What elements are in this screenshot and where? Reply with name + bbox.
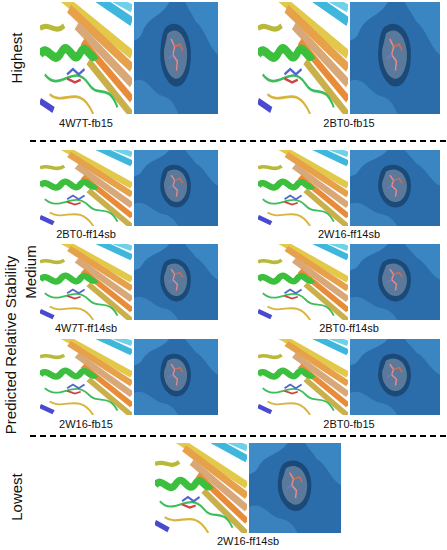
panel-caption: 2W16-ff14sb <box>318 229 380 240</box>
panel-caption: 2W16-ff14sb <box>217 536 279 547</box>
panel-caption: 4W7T-ff14sb <box>55 323 117 334</box>
axis-label: Highest <box>9 33 24 84</box>
panel-caption: 2BT0-ff14sb <box>319 323 379 334</box>
axis-label: Lowest <box>9 473 24 521</box>
panel-caption: 2W16-fb15 <box>59 419 113 430</box>
panel-caption: 2BT0-ff14sb <box>56 229 116 240</box>
axis-label: Medium <box>23 245 38 298</box>
panel-caption: 4W7T-fb15 <box>59 118 113 129</box>
panel-caption: 2BT0-fb15 <box>323 419 374 430</box>
panel-caption: 2BT0-fb15 <box>323 118 374 129</box>
axis-label: Predicted Relative Stability <box>3 256 18 434</box>
